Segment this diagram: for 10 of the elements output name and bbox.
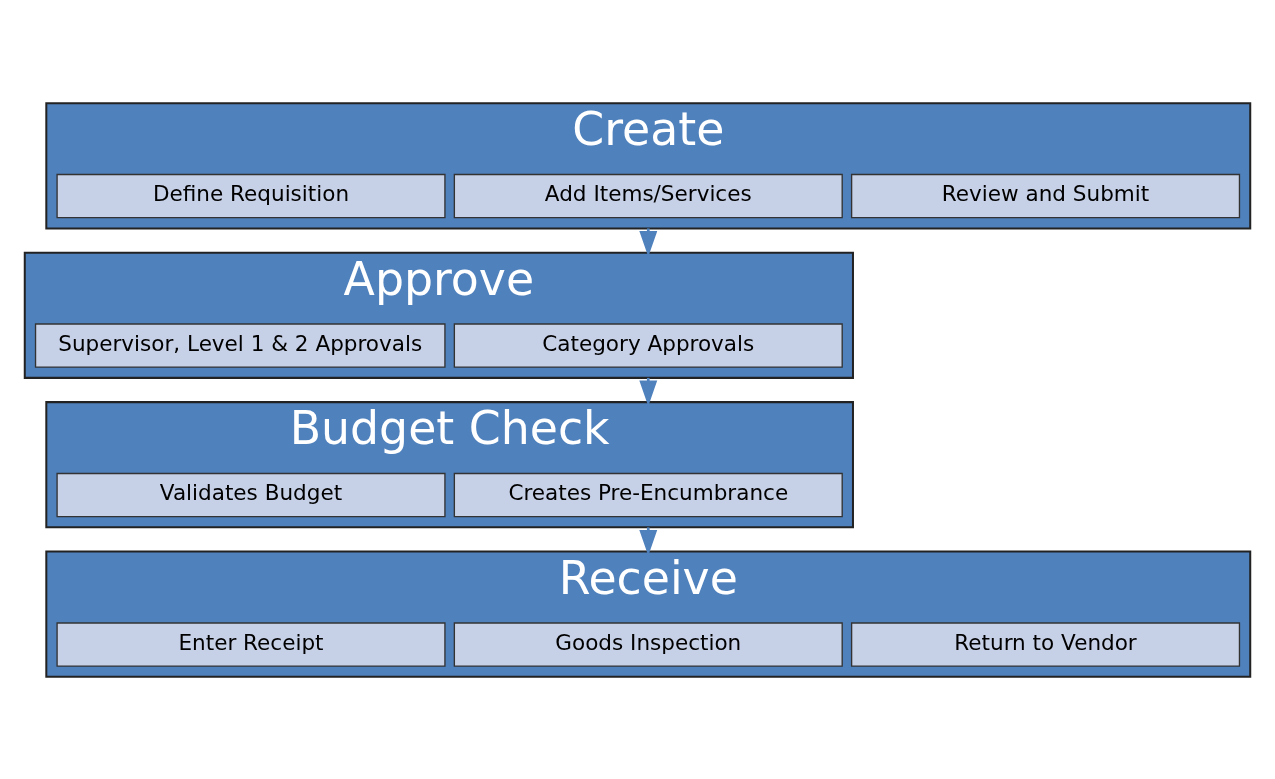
node-box: Goods Inspection bbox=[453, 621, 843, 667]
node-box: Category Approvals bbox=[453, 322, 843, 368]
node-box: Return to Vendor bbox=[850, 621, 1241, 667]
node-box: Enter Receipt bbox=[56, 621, 446, 667]
node-box: Add Items/Services bbox=[453, 173, 843, 218]
node-box: Review and Submit bbox=[850, 173, 1241, 218]
node-box: Creates Pre-Encumbrance bbox=[453, 472, 843, 517]
node-box: Supervisor, Level 1 & 2 Approvals bbox=[34, 322, 446, 368]
node-box: Define Requisition bbox=[56, 173, 446, 218]
node-box: Validates Budget bbox=[56, 472, 446, 517]
